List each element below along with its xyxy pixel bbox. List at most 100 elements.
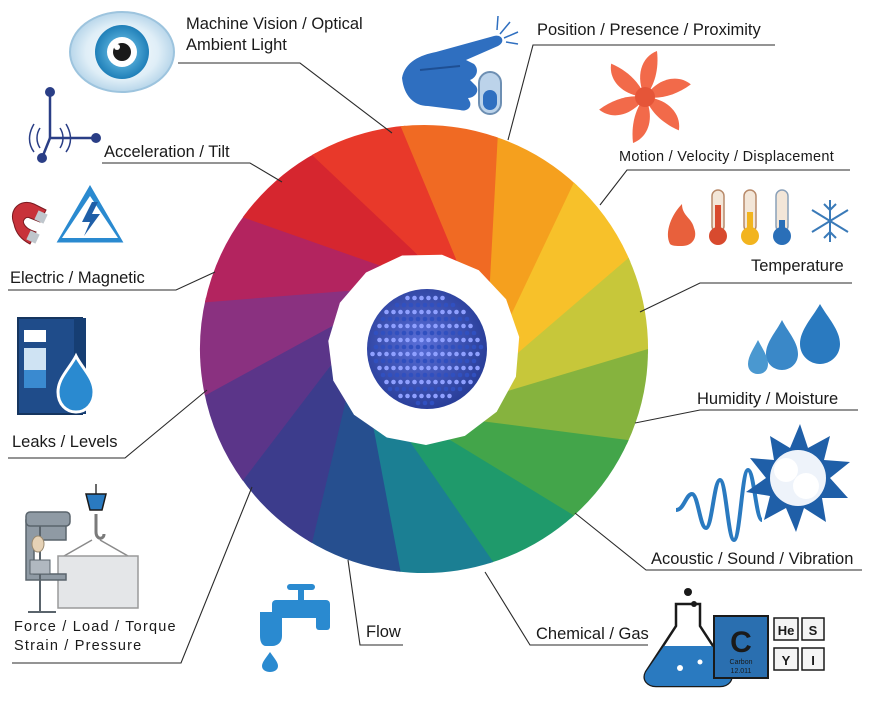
chip-dot bbox=[422, 330, 428, 336]
chip-dot bbox=[373, 330, 379, 336]
chip-dot bbox=[454, 379, 459, 385]
chip-dot bbox=[408, 386, 414, 392]
label-machine-vision: Machine Vision / Optical Ambient Light bbox=[186, 15, 363, 54]
chip-dot bbox=[398, 337, 403, 343]
chip-dot bbox=[429, 358, 435, 364]
chip-dot bbox=[408, 330, 414, 336]
chip-dot bbox=[433, 365, 438, 371]
chip-dot bbox=[398, 393, 403, 399]
wheel-segment bbox=[199, 290, 356, 396]
chip-dot bbox=[475, 337, 480, 343]
pointing-hand-icon bbox=[402, 15, 519, 115]
color-wheel bbox=[199, 124, 649, 573]
flask-icon bbox=[643, 588, 733, 688]
chip-dot bbox=[419, 365, 424, 371]
chip-dot bbox=[426, 323, 431, 329]
chip-dot bbox=[419, 309, 424, 315]
chip-dot bbox=[401, 302, 407, 308]
faucet-icon bbox=[260, 584, 330, 672]
chip-dot bbox=[387, 316, 393, 322]
leader-flow bbox=[347, 559, 403, 646]
clamp-icon bbox=[25, 484, 139, 613]
chip-dot bbox=[422, 358, 428, 364]
chip-dot bbox=[412, 365, 417, 371]
chip-dot bbox=[391, 365, 396, 371]
chip-dot bbox=[436, 344, 442, 350]
chip-dot bbox=[394, 316, 400, 322]
chip-dot bbox=[401, 386, 407, 392]
chip-dot bbox=[433, 323, 438, 329]
chip-dot bbox=[443, 344, 449, 350]
chip-dot bbox=[426, 295, 431, 301]
chip-dot bbox=[436, 316, 442, 322]
chip-dot bbox=[450, 372, 456, 378]
wheel-segment bbox=[509, 182, 631, 357]
wheel-segment bbox=[240, 360, 347, 543]
chip-dot bbox=[433, 379, 438, 385]
chip-dot bbox=[401, 344, 407, 350]
tile-carbon-name: Carbon bbox=[730, 659, 753, 666]
chip-dot bbox=[450, 344, 456, 350]
label-humidity: Humidity / Moisture bbox=[697, 390, 839, 408]
chip-dot bbox=[429, 344, 435, 350]
chip-dot bbox=[398, 323, 403, 329]
chip-dot bbox=[436, 330, 442, 336]
chip-dot bbox=[377, 365, 382, 371]
chip-dot bbox=[450, 330, 456, 336]
chip-dot bbox=[440, 323, 445, 329]
chip-dot bbox=[380, 372, 386, 378]
chip-dot bbox=[405, 379, 410, 385]
tile-carbon-mass: 12.011 bbox=[731, 668, 752, 675]
sensor-array-chip-icon bbox=[367, 289, 487, 409]
chip-dot bbox=[468, 323, 473, 329]
leader-position bbox=[507, 44, 775, 141]
chip-dot bbox=[384, 323, 389, 329]
chip-dot bbox=[405, 393, 410, 399]
chip-dot bbox=[436, 302, 442, 308]
chip-dot bbox=[426, 365, 431, 371]
chip-dot bbox=[429, 386, 435, 392]
chip-dot bbox=[450, 358, 456, 364]
wheel-segment bbox=[308, 395, 401, 572]
chip-dot bbox=[471, 344, 477, 350]
chip-dot bbox=[461, 323, 466, 329]
chip-dot bbox=[387, 386, 393, 392]
chip-dot bbox=[422, 316, 428, 322]
leader-force bbox=[12, 486, 253, 664]
chip-dot bbox=[419, 351, 424, 357]
chip-dot bbox=[373, 358, 379, 364]
chip-dot bbox=[454, 337, 459, 343]
chip-dot bbox=[387, 358, 393, 364]
chip-dot bbox=[426, 337, 431, 343]
chip-dot bbox=[415, 344, 421, 350]
chip-dot bbox=[464, 344, 470, 350]
chip-dot bbox=[468, 351, 473, 357]
chip-dot bbox=[394, 372, 400, 378]
chip-dot bbox=[405, 295, 410, 301]
chip-dot bbox=[394, 302, 400, 308]
chip-dot bbox=[454, 309, 459, 315]
chip-dot bbox=[447, 365, 452, 371]
chip-dot bbox=[461, 337, 466, 343]
chip-dot bbox=[464, 330, 470, 336]
chip-dot bbox=[422, 344, 428, 350]
wheel-segment bbox=[400, 124, 498, 288]
chip-dot bbox=[401, 316, 407, 322]
chip-dot bbox=[478, 344, 484, 350]
chip-dot bbox=[408, 372, 414, 378]
chip-dot bbox=[457, 330, 463, 336]
chip-dot bbox=[429, 316, 435, 322]
wheel-segment bbox=[407, 436, 574, 564]
chip-dot bbox=[377, 351, 382, 357]
chip-dot bbox=[408, 316, 414, 322]
leader-chemical bbox=[484, 571, 648, 646]
chip-dot bbox=[464, 358, 470, 364]
leader-motion bbox=[599, 169, 850, 206]
chip-dot bbox=[429, 330, 435, 336]
chip-dot bbox=[436, 372, 442, 378]
label-motion: Motion / Velocity / Displacement bbox=[619, 149, 835, 165]
chip-dot bbox=[471, 330, 477, 336]
chip-dot bbox=[450, 302, 456, 308]
chip-dot bbox=[387, 344, 393, 350]
chip-dot bbox=[419, 337, 424, 343]
